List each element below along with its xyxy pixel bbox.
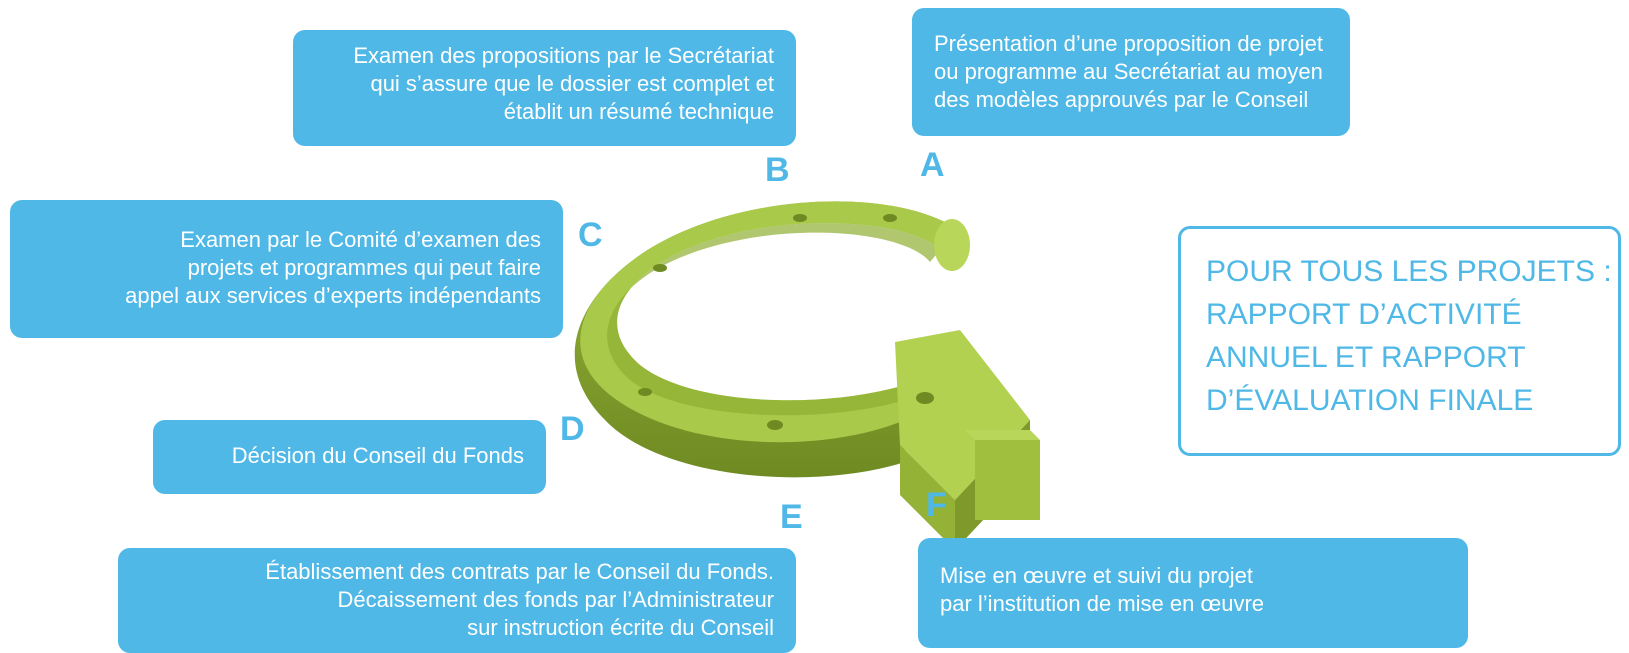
step-c-letter: C (578, 216, 603, 254)
step-c-line-1: Examen par le Comité d’examen des (180, 227, 541, 252)
step-e-line-3: sur instruction écrite du Conseil (467, 615, 774, 640)
step-b-line-3: établit un résumé technique (503, 99, 774, 124)
step-d-box: Décision du Conseil du Fonds (153, 420, 546, 494)
step-f-line-1: Mise en œuvre et suivi du projet (940, 563, 1254, 588)
step-e-line-2: Décaissement des fonds par l’Administrat… (337, 587, 774, 612)
summary-line-2: RAPPORT D’ACTIVITÉ (1206, 298, 1522, 331)
summary-line-3: ANNUEL ET RAPPORT (1206, 341, 1526, 374)
step-b-line-1: Examen des propositions par le Secrétari… (353, 43, 774, 68)
step-f-letter: F (926, 486, 947, 524)
step-b-letter: B (765, 151, 790, 189)
step-d-line-1: Décision du Conseil du Fonds (231, 443, 524, 468)
summary-box: POUR TOUS LES PROJETS : RAPPORT D’ACTIVI… (1178, 226, 1621, 456)
step-b-box: Examen des propositions par le Secrétari… (293, 30, 796, 146)
step-a-line-3: des modèles approuvés par le Conseil (934, 87, 1309, 112)
step-a-letter: A (920, 146, 945, 184)
step-e-box: Établissement des contrats par le Consei… (118, 548, 796, 653)
summary-line-4: D’ÉVALUATION FINALE (1206, 384, 1534, 417)
step-f-line-2: par l’institution de mise en œuvre (940, 591, 1265, 616)
step-b-line-2: qui s’assure que le dossier est complet … (370, 71, 774, 96)
step-c-line-2: projets et programmes qui peut faire (187, 255, 541, 280)
step-c-line-3: appel aux services d’experts indépendant… (125, 283, 541, 308)
step-d-letter: D (560, 410, 585, 448)
step-a-line-1: Présentation d’une proposition de projet (934, 31, 1323, 56)
step-f-box: Mise en œuvre et suivi du projet par l’i… (918, 538, 1468, 648)
step-c-box: Examen par le Comité d’examen des projet… (10, 200, 563, 338)
step-e-line-1: Établissement des contrats par le Consei… (265, 559, 774, 584)
step-e-letter: E (780, 498, 803, 536)
step-a-line-2: ou programme au Secrétariat au moyen (934, 59, 1323, 84)
summary-line-1: POUR TOUS LES PROJETS : (1206, 255, 1612, 288)
step-a-box: Présentation d’une proposition de projet… (912, 8, 1350, 136)
